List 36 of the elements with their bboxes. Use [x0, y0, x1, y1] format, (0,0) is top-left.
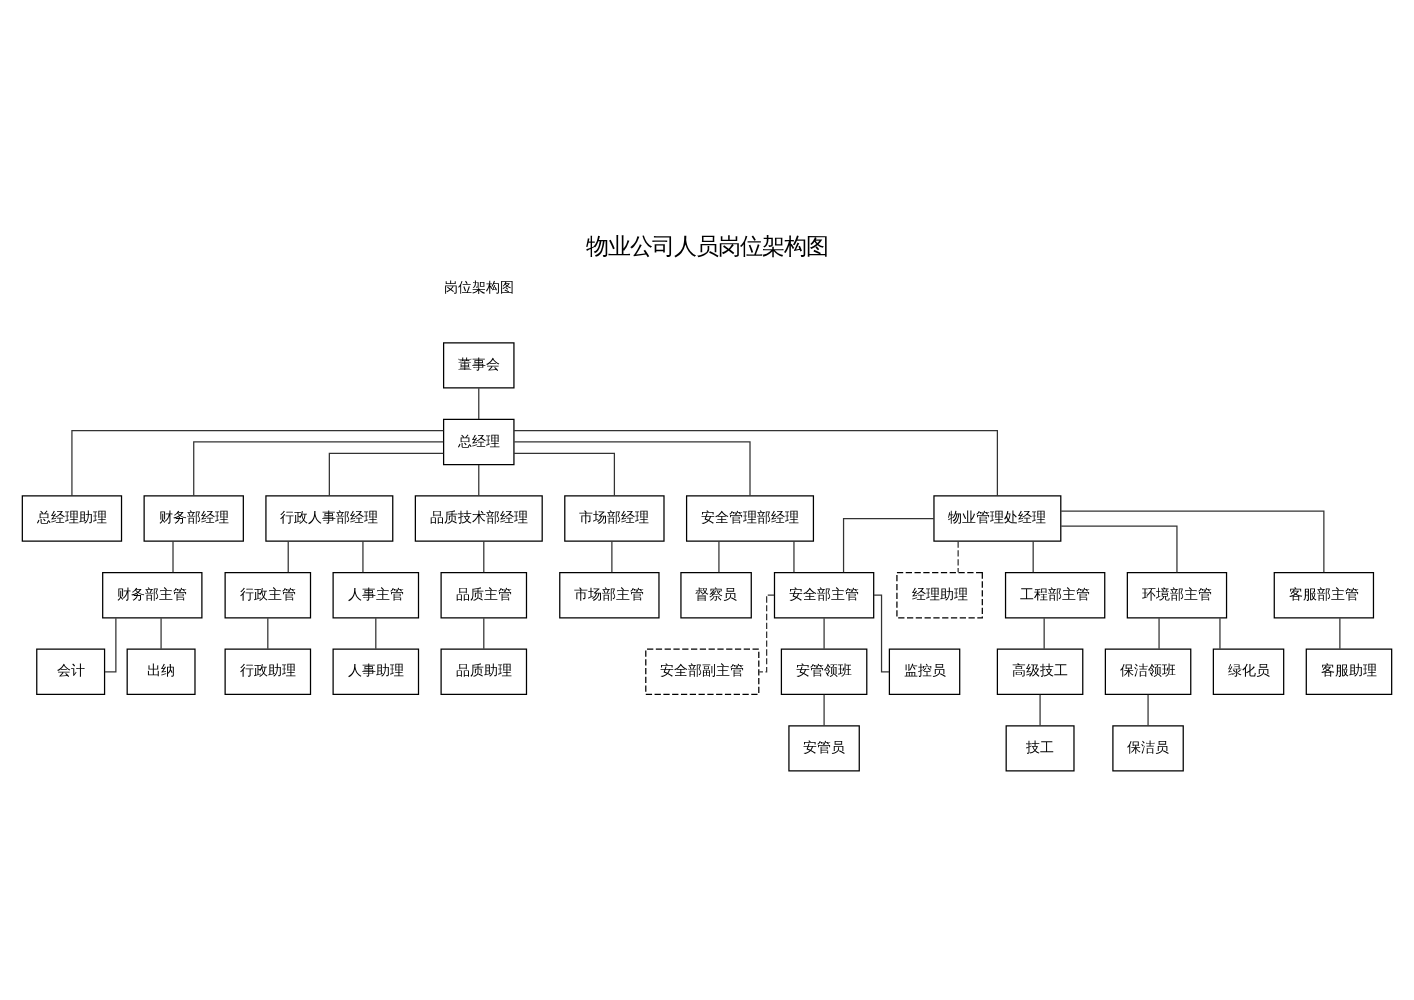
connector	[193, 440, 444, 496]
connector	[823, 616, 825, 649]
connector	[287, 539, 289, 572]
connector	[1060, 524, 1178, 573]
connector	[718, 539, 720, 572]
connector	[71, 429, 444, 496]
connector	[478, 386, 480, 419]
connector	[328, 451, 444, 496]
connector	[1339, 616, 1341, 649]
connector	[375, 616, 377, 649]
connector	[957, 539, 959, 572]
connector	[172, 539, 174, 572]
connector	[873, 593, 890, 672]
connector	[611, 539, 613, 572]
connector	[842, 516, 935, 572]
connector	[1147, 693, 1149, 726]
connector	[513, 451, 615, 496]
connector	[478, 463, 480, 496]
connector	[513, 429, 998, 496]
connector	[1060, 509, 1325, 572]
connector	[1158, 616, 1160, 649]
connector	[793, 539, 795, 572]
connector	[758, 593, 775, 672]
connector	[483, 539, 485, 572]
connector	[104, 616, 117, 672]
connector	[1219, 616, 1221, 649]
connector	[362, 539, 364, 572]
connector	[267, 616, 269, 649]
connector	[823, 693, 825, 726]
connector	[513, 440, 751, 496]
connector	[1043, 616, 1045, 649]
connector	[483, 616, 485, 649]
diagram-title: 物业公司人员岗位架构图	[586, 233, 828, 260]
connector	[1032, 539, 1034, 572]
connector	[160, 616, 162, 649]
connector	[1039, 693, 1041, 726]
